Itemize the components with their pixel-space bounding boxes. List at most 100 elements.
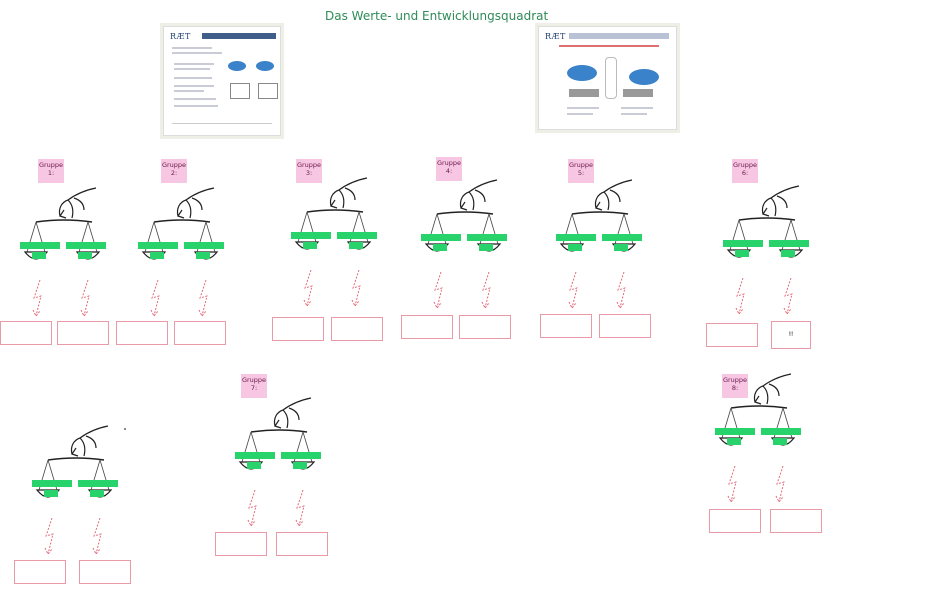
answer-box-right[interactable] [174, 321, 226, 345]
slide-box [230, 83, 250, 99]
balance-scale[interactable] [709, 372, 809, 503]
value-sublabel-left[interactable] [247, 462, 261, 469]
answer-box-left[interactable] [401, 315, 453, 339]
value-label-right[interactable] [337, 232, 377, 239]
lightning-icon [783, 278, 793, 315]
scale-beam [153, 219, 211, 223]
answer-box-right[interactable] [599, 314, 651, 338]
balance-scale[interactable] [550, 178, 650, 309]
value-label-left[interactable] [20, 242, 60, 249]
value-sublabel-left[interactable] [568, 244, 582, 251]
value-label-right[interactable] [78, 480, 118, 487]
answer-box-right[interactable] [459, 315, 511, 339]
group-number: 6: [741, 169, 749, 177]
slide-text-line [174, 68, 210, 70]
value-label-left[interactable] [291, 232, 331, 239]
hand-icon [459, 179, 498, 211]
answer-box-right[interactable] [770, 509, 822, 533]
value-label-left[interactable] [32, 480, 72, 487]
answer-box-left[interactable] [272, 317, 324, 341]
answer-box-right[interactable] [276, 532, 328, 556]
answer-box-left[interactable] [540, 314, 592, 338]
answer-box-right[interactable] [57, 321, 109, 345]
answer-box-right[interactable] [79, 560, 131, 584]
value-label-left[interactable] [138, 242, 178, 249]
value-sublabel-left[interactable] [32, 252, 46, 259]
lightning-stroke [481, 272, 491, 309]
slide-red-heading [559, 45, 659, 47]
value-label-right[interactable] [281, 452, 321, 459]
slide-thumbnail-1[interactable]: RÆT [163, 26, 281, 136]
slide-box [258, 83, 278, 99]
value-label-right[interactable] [602, 234, 642, 241]
value-label-right[interactable] [184, 242, 224, 249]
answer-box-right[interactable] [331, 317, 383, 341]
value-sublabel-right[interactable] [773, 438, 787, 445]
value-label-left[interactable] [715, 428, 755, 435]
answer-box-right[interactable]: !!! [771, 321, 811, 349]
lightning-icon [568, 272, 578, 309]
balance-scale[interactable] [14, 186, 114, 317]
value-label-right[interactable] [467, 234, 507, 241]
lightning-icon [727, 466, 737, 503]
balance-scale[interactable] [285, 176, 385, 307]
value-sublabel-right[interactable] [196, 252, 210, 259]
answer-box-left[interactable] [14, 560, 66, 584]
value-label-left[interactable] [723, 240, 763, 247]
balance-scale[interactable] [717, 184, 817, 315]
value-label-right[interactable] [761, 428, 801, 435]
value-sublabel-right[interactable] [293, 462, 307, 469]
group-number: 8: [731, 384, 739, 392]
balance-scale[interactable] [229, 396, 329, 527]
value-sublabel-left[interactable] [44, 490, 58, 497]
balance-scale[interactable] [132, 186, 232, 317]
value-label-right[interactable] [769, 240, 809, 247]
value-label-left[interactable] [556, 234, 596, 241]
answer-box-left[interactable] [0, 321, 52, 345]
balance-scale-drawing [294, 177, 372, 250]
slide-bubble [228, 61, 246, 71]
value-label-right[interactable] [66, 242, 106, 249]
hand-icon [594, 179, 633, 211]
hand-icon [58, 187, 97, 219]
value-label-left[interactable] [421, 234, 461, 241]
slide-header-bar [202, 33, 276, 39]
slide-thumbnail-2[interactable]: RÆT [538, 26, 677, 130]
group-number: 5: [577, 169, 585, 177]
value-sublabel-left[interactable] [303, 242, 317, 249]
lightning-stroke [568, 272, 578, 309]
value-sublabel-right[interactable] [349, 242, 363, 249]
balance-scale[interactable] [26, 424, 126, 555]
answer-note: !!! [788, 332, 794, 338]
board-title: Das Werte- und Entwicklungsquadrat [325, 9, 549, 23]
value-sublabel-left[interactable] [727, 438, 741, 445]
value-sublabel-left[interactable] [150, 252, 164, 259]
answer-box-left[interactable] [215, 532, 267, 556]
value-sublabel-left[interactable] [433, 244, 447, 251]
group-label: Gruppe [296, 161, 322, 169]
value-sublabel-right[interactable] [90, 490, 104, 497]
value-label-left[interactable] [235, 452, 275, 459]
value-sublabel-left[interactable] [735, 250, 749, 257]
answer-box-left[interactable] [116, 321, 168, 345]
value-sublabel-right[interactable] [614, 244, 628, 251]
balance-scale[interactable] [415, 178, 515, 309]
value-sublabel-right[interactable] [781, 250, 795, 257]
lightning-stroke [433, 272, 443, 309]
value-sublabel-right[interactable] [78, 252, 92, 259]
value-sublabel-right[interactable] [479, 244, 493, 251]
scale-beam [250, 429, 308, 433]
scale-beam [571, 211, 629, 215]
slide-text-line [567, 107, 599, 109]
answer-box-left[interactable] [706, 323, 758, 347]
group-label: Gruppe [568, 161, 594, 169]
answer-box-left[interactable] [709, 509, 761, 533]
